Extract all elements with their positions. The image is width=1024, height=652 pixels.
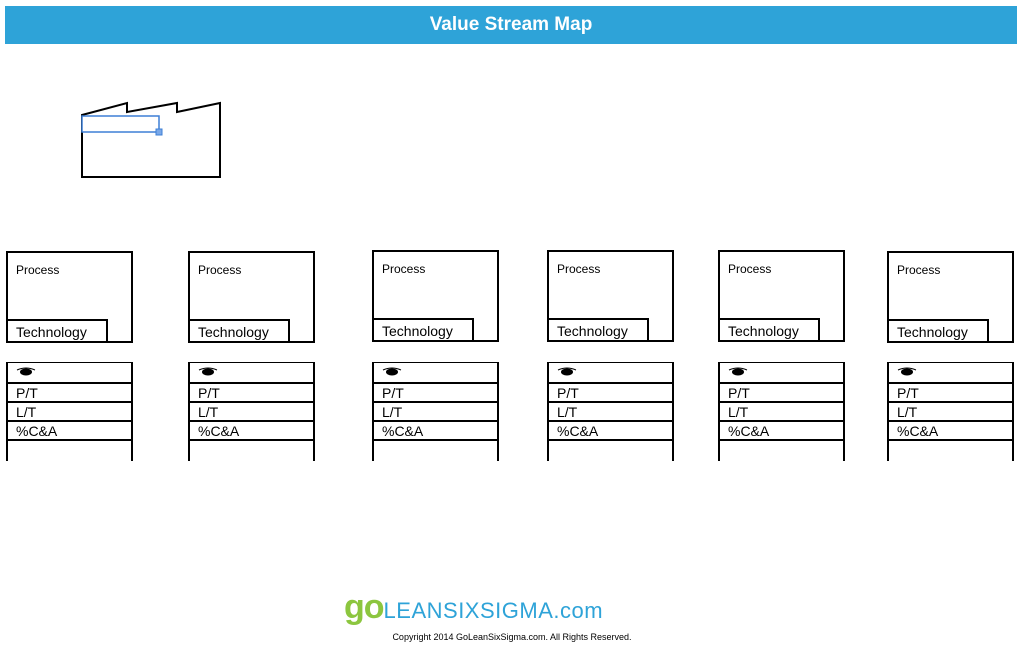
data-box-5[interactable]: P/T L/T %C&A <box>718 362 845 461</box>
technology-box: Technology <box>547 318 649 342</box>
eye-icon <box>198 367 218 376</box>
technology-box: Technology <box>887 319 989 343</box>
pt-row: P/T <box>889 384 1012 403</box>
lt-row: L/T <box>889 403 1012 422</box>
eye-icon <box>16 367 36 376</box>
factory-icon[interactable] <box>80 100 230 184</box>
process-box-5[interactable]: Process Technology <box>718 250 845 342</box>
pt-row: P/T <box>190 384 313 403</box>
logo-rest: LEANSIXSIGMA.com <box>383 598 604 623</box>
operator-row <box>374 366 497 384</box>
operator-row <box>889 366 1012 384</box>
process-label: Process <box>557 262 601 276</box>
operator-row <box>190 366 313 384</box>
pt-row: P/T <box>549 384 672 403</box>
logo-go: go <box>344 588 385 626</box>
page-title: Value Stream Map <box>429 14 593 35</box>
lt-row: L/T <box>190 403 313 422</box>
process-label: Process <box>728 262 772 276</box>
ca-row: %C&A <box>889 422 1012 441</box>
data-box-3[interactable]: P/T L/T %C&A <box>372 362 499 461</box>
process-box-3[interactable]: Process Technology <box>372 250 499 342</box>
technology-box: Technology <box>6 319 108 343</box>
process-box-2[interactable]: Process Technology <box>188 251 315 343</box>
data-box-1[interactable]: P/T L/T %C&A <box>6 362 133 461</box>
process-label: Process <box>16 263 60 277</box>
eye-icon <box>897 367 917 376</box>
empty-row <box>720 441 843 460</box>
data-box-4[interactable]: P/T L/T %C&A <box>547 362 674 461</box>
empty-row <box>374 441 497 460</box>
eye-icon <box>728 367 748 376</box>
technology-box: Technology <box>718 318 820 342</box>
empty-row <box>8 441 131 460</box>
pt-row: P/T <box>8 384 131 403</box>
empty-row <box>549 441 672 460</box>
data-box-2[interactable]: P/T L/T %C&A <box>188 362 315 461</box>
page-title-bar: Value Stream Map <box>5 6 1017 44</box>
pt-row: P/T <box>720 384 843 403</box>
empty-row <box>190 441 313 460</box>
lt-row: L/T <box>374 403 497 422</box>
data-box-6[interactable]: P/T L/T %C&A <box>887 362 1014 461</box>
process-label: Process <box>897 263 941 277</box>
operator-row <box>549 366 672 384</box>
resize-handle <box>155 128 163 136</box>
ca-row: %C&A <box>8 422 131 441</box>
process-box-6[interactable]: Process Technology <box>887 251 1014 343</box>
goleansixsigma-logo: goLEANSIXSIGMA.com <box>344 588 603 627</box>
ca-row: %C&A <box>190 422 313 441</box>
factory-name-field <box>81 115 160 133</box>
copyright-text: Copyright 2014 GoLeanSixSigma.com. All R… <box>392 632 632 642</box>
ca-row: %C&A <box>374 422 497 441</box>
process-box-1[interactable]: Process Technology <box>6 251 133 343</box>
lt-row: L/T <box>8 403 131 422</box>
process-label: Process <box>382 262 426 276</box>
lt-row: L/T <box>720 403 843 422</box>
technology-box: Technology <box>188 319 290 343</box>
ca-row: %C&A <box>720 422 843 441</box>
pt-row: P/T <box>374 384 497 403</box>
ca-row: %C&A <box>549 422 672 441</box>
eye-icon <box>382 367 402 376</box>
operator-row <box>720 366 843 384</box>
eye-icon <box>557 367 577 376</box>
operator-row <box>8 366 131 384</box>
empty-row <box>889 441 1012 460</box>
process-label: Process <box>198 263 242 277</box>
process-box-4[interactable]: Process Technology <box>547 250 674 342</box>
lt-row: L/T <box>549 403 672 422</box>
technology-box: Technology <box>372 318 474 342</box>
